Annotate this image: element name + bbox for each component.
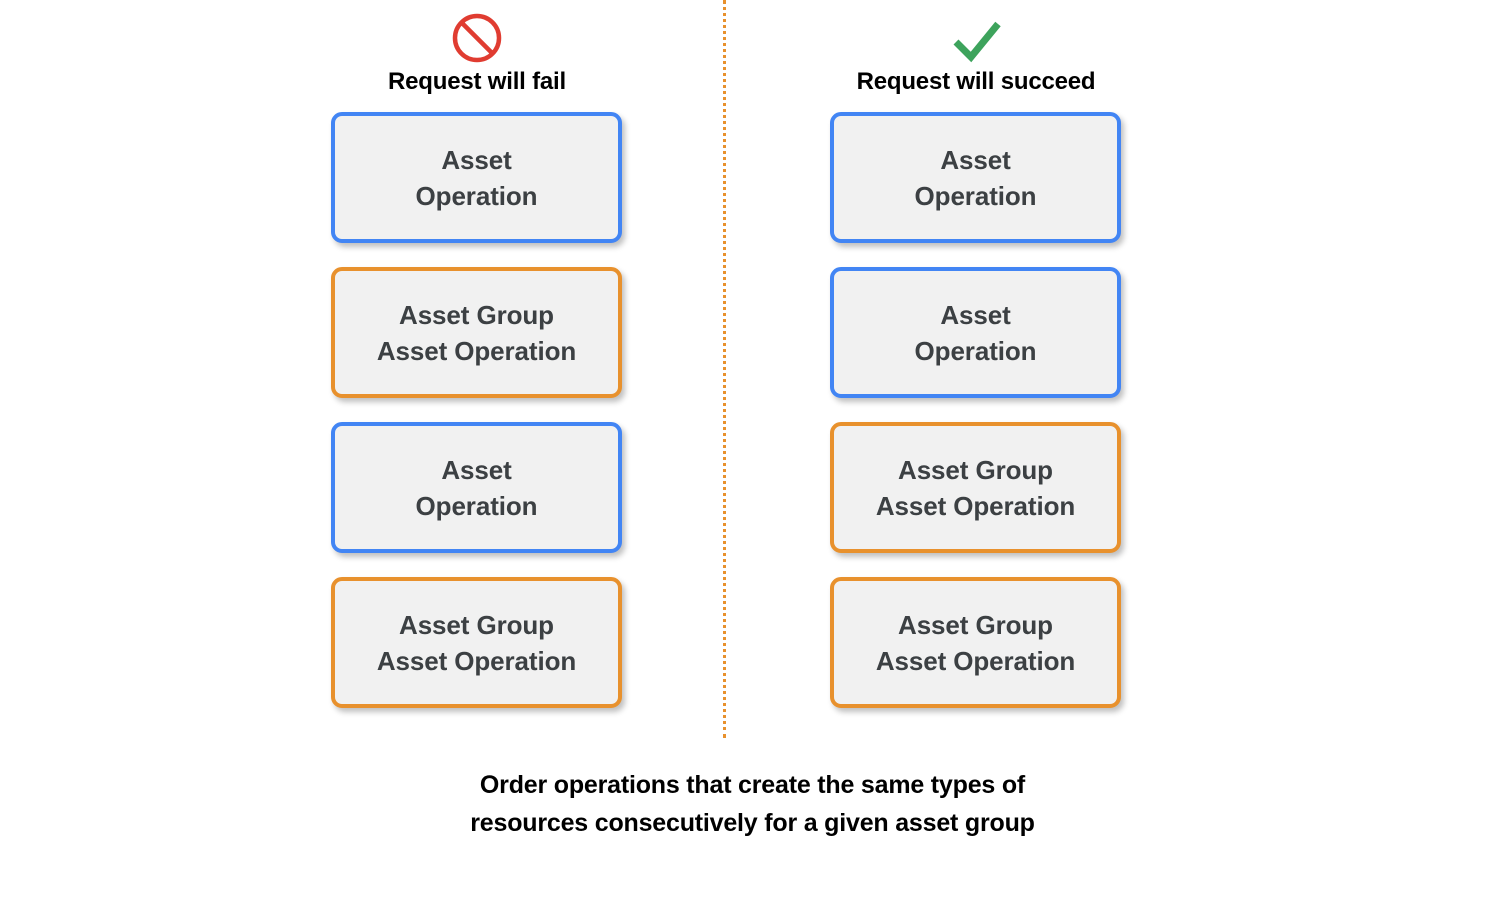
operation-box-label: Asset Group Asset Operation bbox=[875, 454, 1076, 521]
prohibition-icon bbox=[452, 13, 502, 63]
operation-box-label: Asset Group Asset Operation bbox=[376, 609, 577, 676]
operation-box[interactable]: Asset Group Asset Operation bbox=[830, 422, 1121, 553]
operation-box-label: Asset Operation bbox=[914, 144, 1037, 211]
diagram-caption: Order operations that create the same ty… bbox=[470, 771, 1035, 837]
operation-box-label: Asset Operation bbox=[415, 144, 538, 211]
operation-box-label: Asset Operation bbox=[415, 454, 538, 521]
operation-box[interactable]: Asset Group Asset Operation bbox=[331, 577, 622, 708]
check-icon bbox=[953, 21, 1001, 63]
column-title-fail: Request will fail bbox=[388, 68, 566, 95]
operation-box-label: Asset Group Asset Operation bbox=[376, 299, 577, 366]
operation-stack-succeed: Asset Operation Asset Operation Asset Gr… bbox=[830, 112, 1121, 732]
operation-box[interactable]: Asset Operation bbox=[830, 112, 1121, 243]
operation-stack-fail: Asset Operation Asset Group Asset Operat… bbox=[331, 112, 622, 732]
operation-box[interactable]: Asset Operation bbox=[331, 422, 622, 553]
operation-box[interactable]: Asset Group Asset Operation bbox=[331, 267, 622, 398]
column-divider bbox=[723, 0, 726, 738]
column-header-fail: Request will fail bbox=[327, 12, 627, 96]
column-title-succeed: Request will succeed bbox=[856, 68, 1096, 95]
operation-box-label: Asset Group Asset Operation bbox=[875, 609, 1076, 676]
operation-box[interactable]: Asset Operation bbox=[331, 112, 622, 243]
column-header-succeed: Request will succeed bbox=[826, 12, 1126, 96]
operation-box-label: Asset Operation bbox=[914, 299, 1037, 366]
operation-box[interactable]: Asset Group Asset Operation bbox=[830, 577, 1121, 708]
operation-box[interactable]: Asset Operation bbox=[830, 267, 1121, 398]
